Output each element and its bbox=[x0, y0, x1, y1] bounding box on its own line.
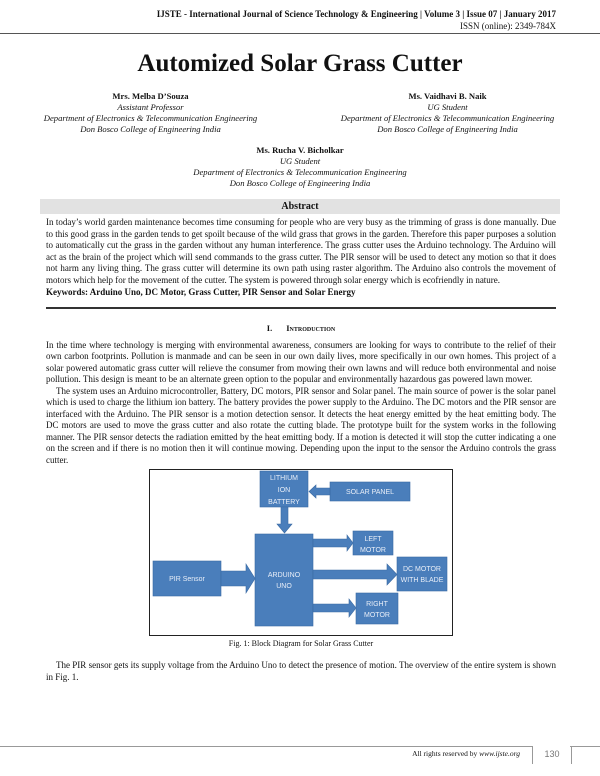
figure-caption: Fig. 1: Block Diagram for Solar Grass Cu… bbox=[228, 639, 374, 648]
author-dept: Department of Electronics & Telecommunic… bbox=[193, 167, 407, 177]
battery-label-1: LITHIUM bbox=[270, 475, 298, 482]
footer-rule-right bbox=[570, 746, 600, 747]
author-role: UG Student bbox=[279, 156, 321, 166]
author-block-1: Mrs. Melba D’Souza Assistant Professor D… bbox=[8, 91, 293, 135]
author-block-2: Ms. Vaidhavi B. Naik UG Student Departme… bbox=[305, 91, 590, 135]
arrow-pir-to-arduino bbox=[220, 562, 256, 595]
author-college: Don Bosco College of Engineering India bbox=[229, 178, 371, 188]
page-number: 130 bbox=[532, 746, 572, 764]
section-heading: I. Introduction bbox=[46, 323, 556, 334]
intro-paragraph-2: The system uses an Arduino microcontroll… bbox=[46, 385, 556, 465]
left-motor-block bbox=[352, 530, 394, 556]
author-block-3: Ms. Rucha V. Bicholkar UG Student Depart… bbox=[0, 145, 600, 189]
site-link[interactable]: www.ijste.org bbox=[479, 749, 520, 758]
rights-text: All rights reserved by bbox=[412, 749, 480, 758]
journal-header: IJSTE - International Journal of Science… bbox=[156, 9, 556, 19]
dc-motor-label-2: WITH BLADE bbox=[401, 577, 444, 584]
block-diagram-figure: LITHIUM ION BATTERY SOLAR PANEL ARDUINO … bbox=[149, 469, 453, 636]
left-motor-label-2: MOTOR bbox=[360, 547, 386, 554]
block-diagram: LITHIUM ION BATTERY SOLAR PANEL ARDUINO … bbox=[152, 470, 448, 627]
section-divider bbox=[46, 306, 556, 309]
author-name: Ms. Rucha V. Bicholkar bbox=[256, 145, 344, 155]
arrow-battery-to-arduino bbox=[276, 506, 293, 534]
section-title: Introduction bbox=[286, 322, 336, 333]
author-name: Ms. Vaidhavi B. Naik bbox=[408, 91, 487, 101]
page-flow: Mrs. Melba D’Souza Assistant Professor D… bbox=[0, 91, 600, 683]
paper-title: Automized Solar Grass Cutter bbox=[137, 50, 463, 77]
right-motor-block bbox=[355, 592, 399, 625]
right-motor-label-1: RIGHT bbox=[366, 601, 389, 608]
arduino-block bbox=[254, 533, 314, 627]
author-dept: Department of Electronics & Telecommunic… bbox=[43, 113, 258, 123]
battery-block bbox=[259, 470, 309, 508]
author-role: UG Student bbox=[427, 102, 468, 112]
arduino-label-2: UNO bbox=[276, 583, 292, 590]
dc-motor-block bbox=[396, 556, 448, 592]
arrow-to-dc-motor bbox=[312, 563, 398, 586]
pir-label: PIR Sensor bbox=[169, 576, 205, 583]
arrow-to-left-motor bbox=[312, 534, 354, 552]
author-college: Don Bosco College of Engineering India bbox=[377, 124, 518, 134]
author-name: Mrs. Melba D’Souza bbox=[112, 91, 189, 101]
arduino-label-1: ARDUINO bbox=[268, 572, 301, 579]
abstract-heading: Abstract bbox=[40, 199, 560, 214]
left-motor-label-1: LEFT bbox=[364, 536, 382, 543]
right-motor-label-2: MOTOR bbox=[364, 612, 390, 619]
text-column: In today’s world garden maintenance beco… bbox=[46, 217, 556, 683]
arrow-to-right-motor bbox=[312, 598, 357, 618]
intro-paragraph-1: In the time where technology is merging … bbox=[46, 339, 556, 385]
issn: ISSN (online): 2349-784X bbox=[460, 21, 556, 31]
abstract-text: In today’s world garden maintenance beco… bbox=[46, 217, 556, 285]
author-row: Mrs. Melba D’Souza Assistant Professor D… bbox=[0, 91, 600, 135]
solar-label: SOLAR PANEL bbox=[346, 489, 394, 496]
keywords: Keywords: Arduino Uno, DC Motor, Grass C… bbox=[46, 287, 356, 297]
author-role: Assistant Professor bbox=[117, 102, 184, 112]
footer-rule bbox=[0, 746, 532, 747]
dc-motor-label-1: DC MOTOR bbox=[403, 566, 441, 573]
section-number: I. bbox=[266, 322, 273, 333]
author-dept: Department of Electronics & Telecommunic… bbox=[340, 113, 555, 123]
header-rule bbox=[0, 33, 600, 34]
battery-label-3: BATTERY bbox=[268, 499, 300, 506]
battery-label-2: ION bbox=[278, 487, 290, 494]
arrow-solar-to-battery bbox=[308, 484, 331, 499]
pir-sensor-block bbox=[152, 560, 222, 597]
author-college: Don Bosco College of Engineering India bbox=[80, 124, 221, 134]
footer-rights: All rights reserved by www.ijste.org bbox=[412, 749, 520, 758]
intro-paragraph-3: The PIR sensor gets its supply voltage f… bbox=[46, 660, 556, 682]
